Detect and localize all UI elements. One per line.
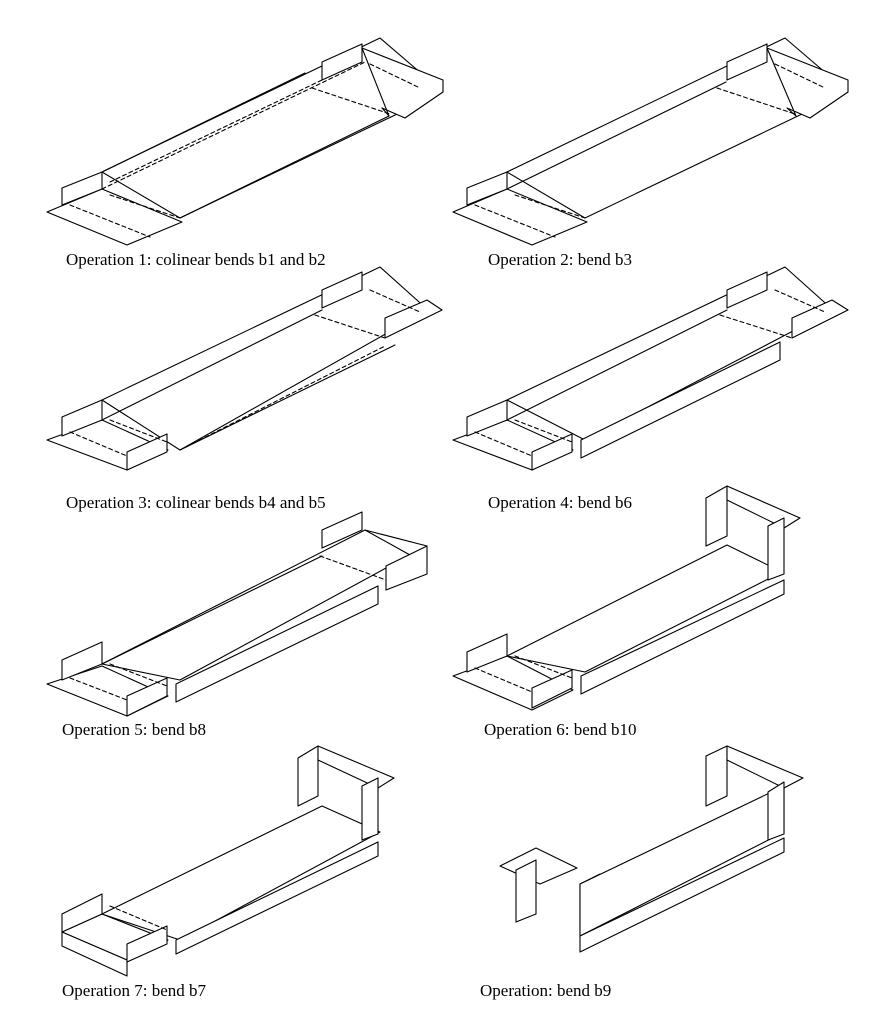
panel-op3-drawing [46, 266, 443, 471]
caption-operation-2: Operation 2: bend b3 [488, 250, 632, 269]
panel-op1-drawing [46, 37, 444, 246]
panel-op8-drawing [499, 745, 804, 953]
panel-op6-drawing [452, 485, 801, 711]
caption-operation-8: Operation: bend b9 [480, 981, 612, 1000]
panel-op7-drawing [61, 745, 395, 977]
panel-op2-drawing [452, 37, 849, 246]
caption-operation-5: Operation 5: bend b8 [62, 720, 206, 739]
panel-op4-drawing [452, 266, 849, 471]
panel-op5-drawing [46, 511, 428, 717]
caption-operation-3: Operation 3: colinear bends b4 and b5 [66, 493, 326, 512]
caption-operation-7: Operation 7: bend b7 [62, 981, 206, 1000]
caption-operation-1: Operation 1: colinear bends b1 and b2 [66, 250, 326, 269]
caption-operation-6: Operation 6: bend b10 [484, 720, 637, 739]
caption-operation-4: Operation 4: bend b6 [488, 493, 632, 512]
